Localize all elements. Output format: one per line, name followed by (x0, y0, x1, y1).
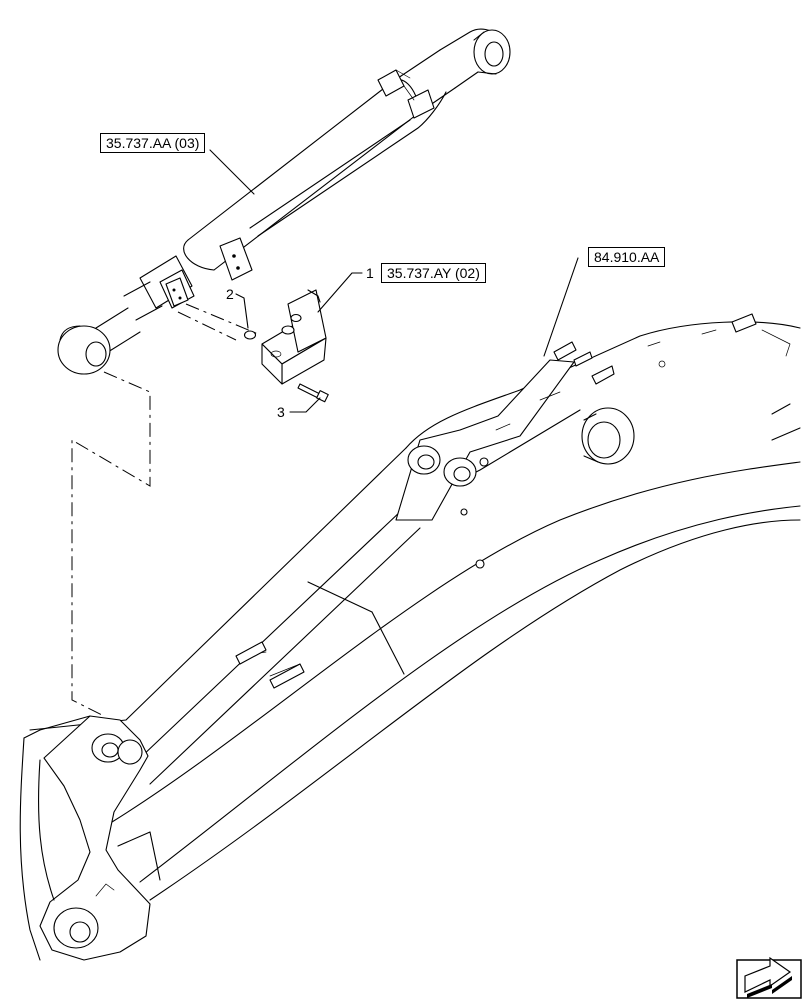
callout-part-3: 3 (277, 404, 285, 420)
excavator-boom (19, 313, 801, 961)
valve-reference-label[interactable]: 35.737.AY (02) (381, 263, 486, 283)
callout-part-1: 1 (366, 265, 374, 281)
boom-reference-label[interactable]: 84.910.AA (588, 247, 666, 267)
bolt-part-3 (297, 383, 329, 403)
o-ring-part-2 (243, 330, 257, 340)
callout-leaders (209, 149, 579, 413)
callout-part-2: 2 (226, 286, 234, 302)
next-page-arrow-icon[interactable] (736, 956, 802, 999)
hydraulic-cylinder (57, 28, 511, 375)
safety-valve-part-1 (261, 289, 327, 385)
cylinder-reference-label[interactable]: 35.737.AA (03) (100, 133, 206, 153)
